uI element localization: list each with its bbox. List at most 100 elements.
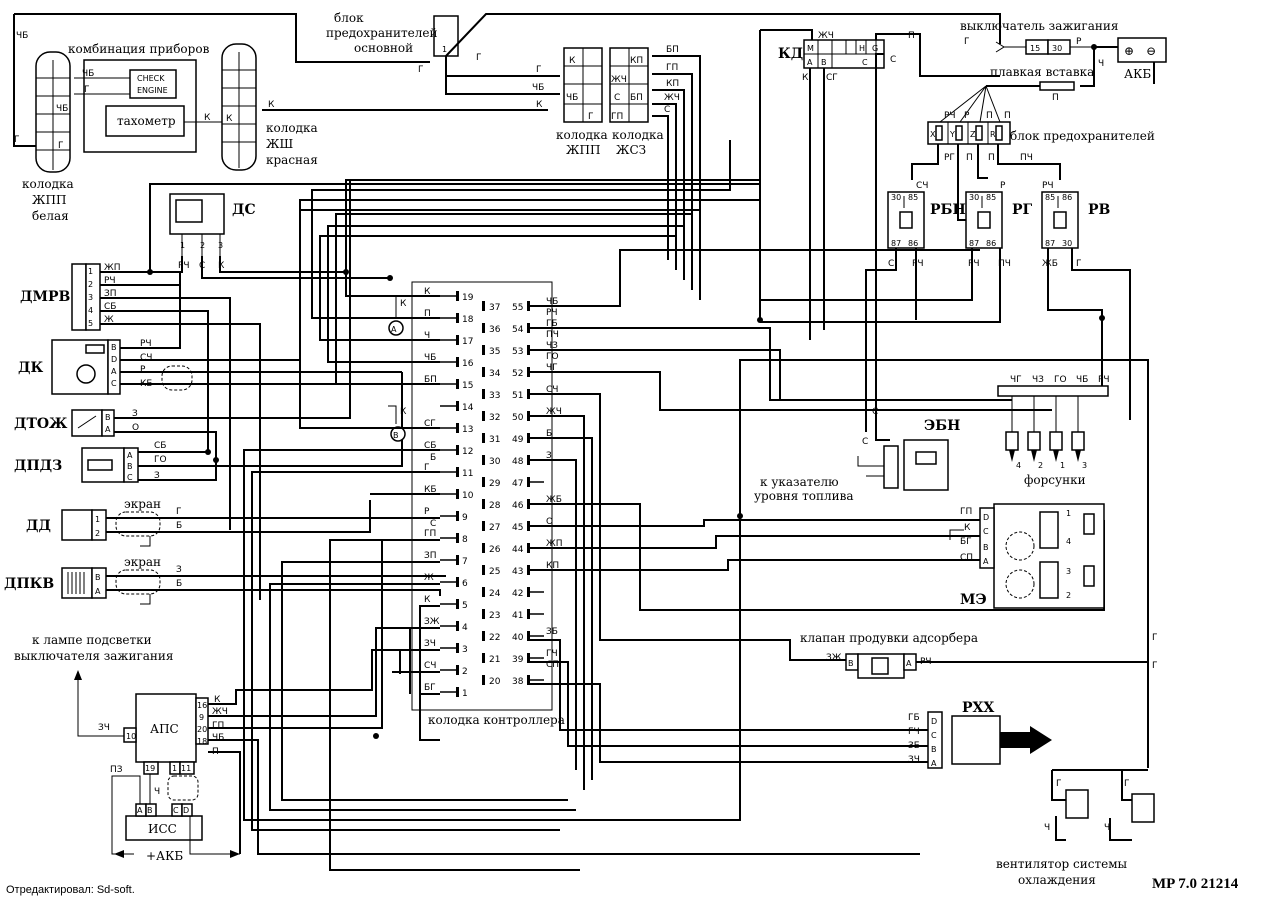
ctrl-left-wire: Ж [424, 573, 434, 583]
purge-pin-b: B [848, 659, 854, 668]
block-zhsh-label-3: красная [266, 153, 318, 167]
me-wire-sp: СП [960, 553, 973, 563]
ctrl-left-wire: Г [424, 463, 430, 473]
kd-wire-k: К [802, 73, 809, 83]
ctrl-right-wire-extra: РЧ [546, 308, 558, 318]
ground-a-label: А [391, 325, 397, 334]
dpkv-wire-b: Б [176, 579, 182, 589]
battery [1117, 37, 1167, 63]
rbn-pin-85: 85 [908, 193, 918, 202]
ctrl-left-contact [456, 555, 459, 565]
ign-wire-g: Г [964, 37, 970, 47]
ctrl-left-wire: БП [424, 375, 437, 385]
ctrl-left-contact [456, 423, 459, 433]
wire-label-g-3: Г [418, 65, 424, 75]
ctrl-mid-pin-27: 27 [489, 523, 500, 533]
ctrl-left-wire: ГП [424, 529, 436, 539]
ctrl-right-wire: ЗБ [546, 627, 558, 637]
ebn-motor [915, 451, 937, 465]
ds-inner [175, 199, 203, 223]
wire-rg-86 [760, 248, 1001, 323]
ctrl-mid-pin-34: 34 [489, 369, 501, 379]
dmrv-wire-zhp: ЖП [104, 263, 120, 273]
ctrl-left-contact [456, 335, 459, 345]
ctrl-mid-pin-31: 31 [489, 435, 500, 445]
ctrl-right-wire: ЖБ [546, 495, 562, 505]
ctrl-right-contact [527, 565, 530, 575]
ctrl-mid-contact [482, 543, 485, 553]
ctrl-left-wire: Ч [424, 331, 430, 341]
wire-dtozh-b [114, 180, 351, 419]
wire-dpdz-c [138, 460, 217, 481]
tachometer-label: тахометр [117, 114, 176, 128]
ctrl-mid-pin-35: 35 [489, 347, 500, 357]
dpkv-screen-label: экран [124, 555, 161, 569]
injector-num-1: 1 [1060, 461, 1065, 470]
relay-rv-label: РВ [1088, 202, 1111, 218]
junction-760 [757, 317, 763, 323]
check-engine-lamp [129, 69, 177, 99]
rbn-pin-86: 86 [908, 239, 918, 248]
rhh-pin-c: C [931, 731, 937, 740]
wire-dpkv-2 [106, 589, 441, 596]
aps-right-connector [195, 697, 209, 745]
rhh-label: РХХ [962, 700, 994, 716]
rbn-wire-s: С [888, 259, 894, 269]
fuse-pin-z: Z [970, 130, 976, 139]
wire-label-chb-3: ЧБ [532, 83, 544, 93]
iss-pin-b-box [145, 803, 157, 817]
iss-unit [125, 815, 203, 841]
ctrl-left-wire: Р [424, 507, 430, 517]
purge-wire-zzh: ЗЖ [826, 653, 842, 663]
wire-ds-1 [149, 183, 761, 273]
ctrl-right-pin-40: 40 [512, 633, 524, 643]
me-wire-bg: БГ [960, 537, 972, 547]
ctrl-left-contact [456, 313, 459, 323]
rhh-wire-gch: ГЧ [908, 727, 920, 737]
aps-pin-20: 20 [197, 725, 207, 734]
aps-label: АПС [150, 722, 179, 736]
diagram-title: MP 7.0 21214 [1152, 876, 1239, 892]
ctrl-left-pin-8: 8 [462, 535, 468, 545]
ctrl-right-contact [527, 477, 530, 487]
rbn-pin-30: 30 [891, 193, 901, 202]
fan-wire-g-3: Г [1056, 779, 1062, 789]
ctrl-left-wire: ЧБ [424, 353, 436, 363]
check-engine-label-1: CHECK [137, 74, 165, 83]
ctrl-right-wire-extra: СП [546, 660, 559, 670]
dk-pin-c: C [111, 379, 117, 388]
ebn-label: ЭБН [924, 418, 960, 434]
aps-bottom-19 [143, 761, 159, 775]
arrow-lamp [74, 670, 82, 680]
ctrl-left-wire: П [424, 309, 431, 319]
ctrl-left-contact [456, 291, 459, 301]
ctrl-left-wire: СГ [424, 419, 436, 429]
injector-wire-label: ЧГ [1010, 375, 1022, 385]
ctrl-left-contact [456, 665, 459, 675]
ctrl-right-wire-extra: ГО [546, 352, 559, 362]
wire-rg-87 [760, 248, 973, 301]
ctrl-mid-pin-29: 29 [489, 479, 501, 489]
controller-block-label: колодка контроллера [428, 713, 565, 727]
aps-pin-11: 11 [181, 764, 191, 773]
ctrl-right-wire: ГЧ [546, 649, 558, 659]
me-coil-2: 2 [1066, 591, 1071, 600]
injectors [1005, 396, 1085, 462]
ds-label: ДС [232, 202, 256, 218]
fan-wire-ch-2: Ч [1104, 823, 1110, 833]
dtozh-pin-b: B [105, 413, 111, 422]
iss-pin-d-box [181, 803, 193, 817]
main-fuse-label-3: основной [354, 41, 413, 55]
battery-label: АКБ [1124, 67, 1151, 81]
relay-rv [1041, 191, 1079, 249]
dk-pin-d: D [111, 355, 117, 364]
block-zhsz-label-2: ЖСЗ [616, 143, 646, 157]
dmrv-pin-3: 3 [88, 293, 93, 302]
ctrl-left-contact [456, 445, 459, 455]
dtozh-label: ДТОЖ [14, 416, 68, 432]
ctrl-left-contact [456, 621, 459, 631]
ctrl-right-contact [527, 521, 530, 531]
dk-pin-a: A [111, 367, 117, 376]
me-pin-b: B [983, 543, 989, 552]
block-zhpp-white-label-3: белая [32, 209, 69, 223]
